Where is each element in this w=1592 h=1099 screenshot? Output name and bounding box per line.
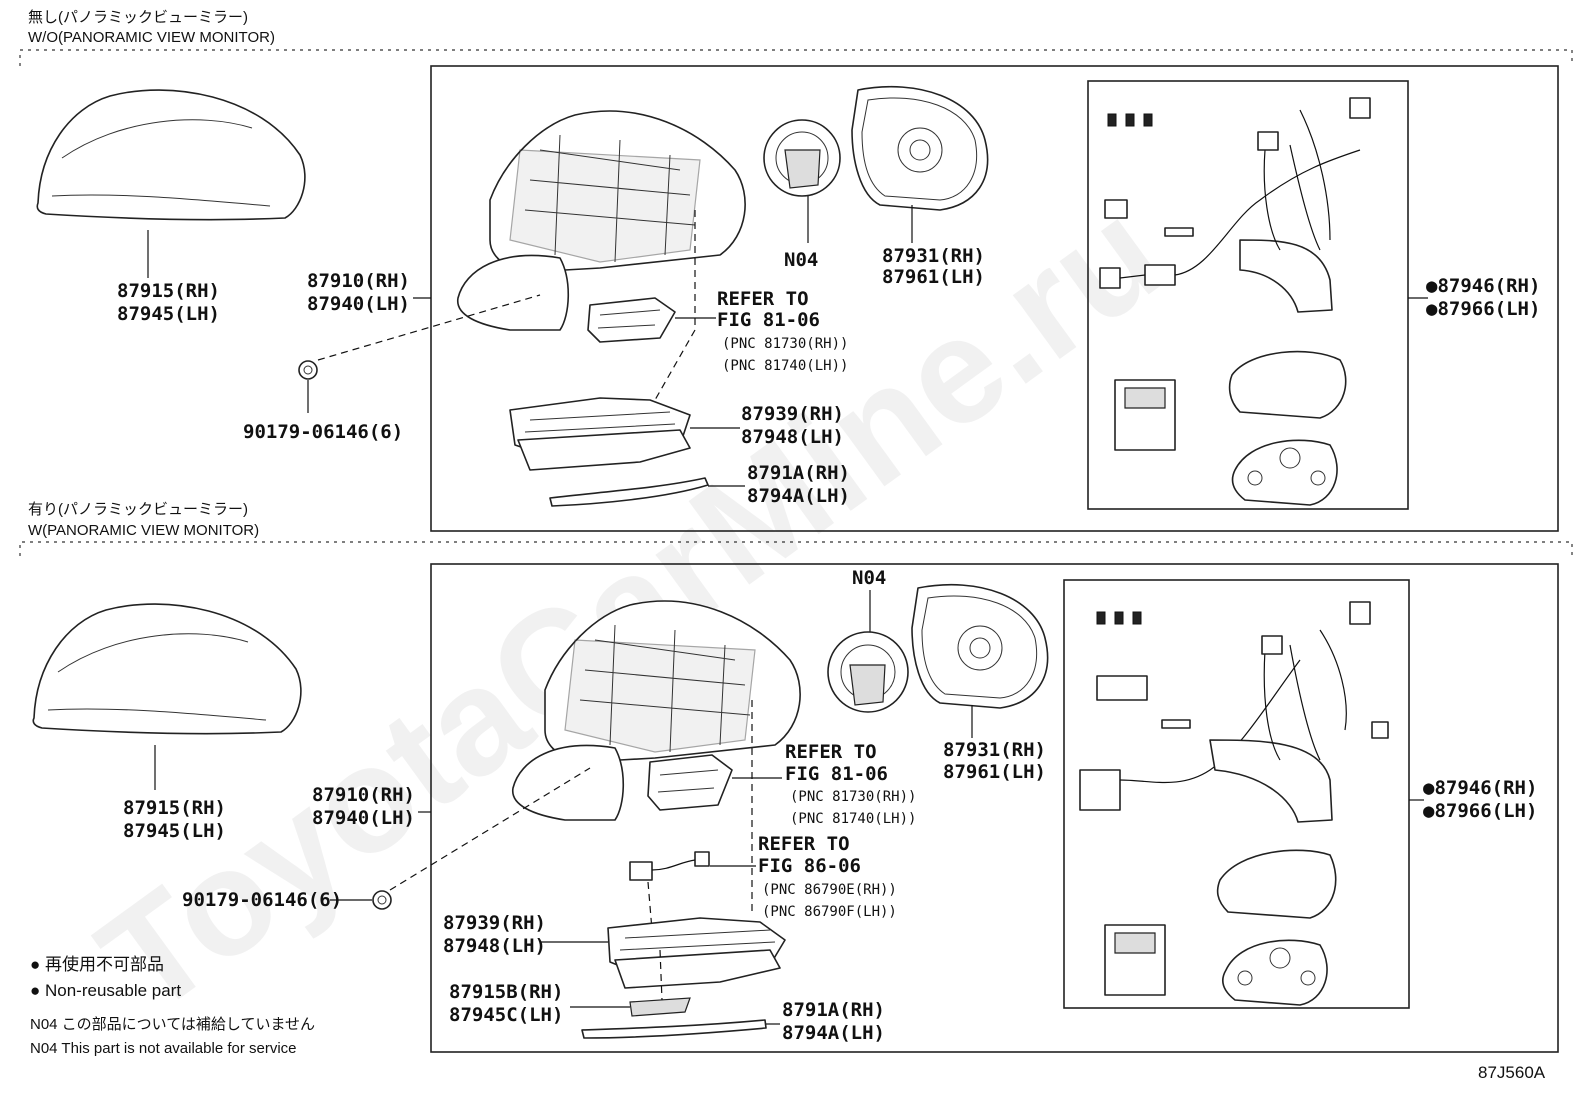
body-2-label-rh: 87939(RH) [443, 912, 546, 934]
legend-nonreusable-jp: ● 再使用不可部品 [30, 954, 164, 974]
turn-signal-bracket-2 [647, 754, 733, 811]
camera-label-lh: 87945C(LH) [449, 1004, 563, 1026]
mirror-body-2 [607, 917, 786, 989]
section-1-title-jp: 無し(パノラミックビューミラー) [28, 9, 248, 26]
section-1-title-en: W/O(PANORAMIC VIEW MONITOR) [28, 29, 275, 46]
body-label-rh: 87939(RH) [741, 403, 844, 425]
section-with-panoramic: 有り(パノラミックビューミラー) W(PANORAMIC VIEW MONITO… [19, 501, 1573, 1053]
legend-n04-en: N04 This part is not available for servi… [30, 1040, 297, 1057]
garnish-label-lh: 8794A(LH) [747, 485, 850, 507]
garnish-2-label-lh: 8794A(LH) [782, 1022, 885, 1044]
mirror-cover [36, 89, 306, 221]
mirror-cover-2 [32, 603, 302, 735]
mirror-assy-label-lh: 87940(LH) [307, 293, 410, 315]
refer-a-2-pnc-lh: (PNC 81740(LH)) [790, 811, 916, 827]
legend-nonreusable-en: ● Non-reusable part [30, 981, 181, 1000]
section-1-kit-frame [1087, 80, 1409, 510]
garnish-strip [549, 477, 709, 507]
glass-label-rh: 87931(RH) [882, 245, 985, 267]
turn-signal-bracket [587, 297, 676, 343]
refer-a-2-pnc-rh: (PNC 81730(RH)) [790, 789, 916, 805]
glass-2-label-rh: 87931(RH) [943, 739, 1046, 761]
body-label-lh: 87948(LH) [741, 426, 844, 448]
kit-contents [1099, 97, 1371, 506]
legend: ● 再使用不可部品 ● Non-reusable part N04 この部品につ… [30, 954, 315, 1057]
kit-contents-2 [1079, 601, 1389, 1006]
mirror-glass-2 [911, 584, 1049, 709]
refer-b-line-1: REFER TO [758, 833, 850, 855]
kit-label-rh: ●87946(RH) [1426, 275, 1540, 297]
refer-a-2-line-2: FIG 81-06 [785, 763, 888, 785]
outer-mirror-assembly-2 [512, 600, 801, 821]
section-2-kit-frame [1063, 579, 1410, 1009]
cover-label-lh: 87945(LH) [117, 303, 220, 325]
mirror-glass [851, 86, 989, 211]
figure-code: 87J560A [1478, 1063, 1546, 1082]
legend-n04-jp: N04 この部品については補給していません [30, 1016, 315, 1033]
refer-a-line-1: REFER TO [717, 288, 809, 310]
mirror-assy-2-label-lh: 87940(LH) [312, 807, 415, 829]
kit-2-label-lh: ●87966(LH) [1423, 800, 1537, 822]
section-2-title-en: W(PANORAMIC VIEW MONITOR) [28, 522, 259, 539]
mirror-actuator-2 [827, 631, 909, 713]
refer-a-pnc-rh: (PNC 81730(RH)) [722, 336, 848, 352]
mirror-assy-2-label-rh: 87910(RH) [312, 784, 415, 806]
camera-harness [629, 851, 710, 881]
garnish-label-rh: 8791A(RH) [747, 462, 850, 484]
section-2-title-jp: 有り(パノラミックビューミラー) [28, 501, 248, 518]
kit-label-lh: ●87966(LH) [1426, 298, 1540, 320]
garnish-2-label-rh: 8791A(RH) [782, 999, 885, 1021]
refer-a-2-line-1: REFER TO [785, 741, 877, 763]
glass-2-label-lh: 87961(LH) [943, 761, 1046, 783]
side-camera [629, 997, 691, 1017]
kit-2-label-rh: ●87946(RH) [1423, 777, 1537, 799]
refer-a-pnc-lh: (PNC 81740(LH)) [722, 358, 848, 374]
clip [298, 360, 318, 380]
n04-2-label: N04 [852, 567, 886, 589]
mirror-body [509, 397, 691, 471]
cover-2-label-rh: 87915(RH) [123, 797, 226, 819]
cover-2-label-lh: 87945(LH) [123, 820, 226, 842]
refer-a-line-2: FIG 81-06 [717, 309, 820, 331]
mirror-assy-label-rh: 87910(RH) [307, 270, 410, 292]
body-2-label-lh: 87948(LH) [443, 935, 546, 957]
garnish-strip-2 [581, 1019, 767, 1039]
outer-mirror-assembly [457, 110, 746, 331]
cover-label-rh: 87915(RH) [117, 280, 220, 302]
section-1-bracket [19, 49, 1573, 66]
clip-2 [372, 890, 392, 910]
section-without-panoramic: 無し(パノラミックビューミラー) W/O(PANORAMIC VIEW MONI… [19, 9, 1573, 532]
camera-label-rh: 87915B(RH) [449, 981, 563, 1003]
refer-b-pnc-lh: (PNC 86790F(LH)) [762, 904, 897, 920]
mirror-actuator [763, 119, 841, 197]
glass-label-lh: 87961(LH) [882, 266, 985, 288]
refer-b-pnc-rh: (PNC 86790E(RH)) [762, 882, 897, 898]
clip-label: 90179-06146(6) [243, 421, 403, 443]
section-2-frame [430, 563, 1559, 1053]
n04-label: N04 [784, 249, 818, 271]
clip-2-label: 90179-06146(6) [182, 889, 342, 911]
refer-b-line-2: FIG 86-06 [758, 855, 861, 877]
